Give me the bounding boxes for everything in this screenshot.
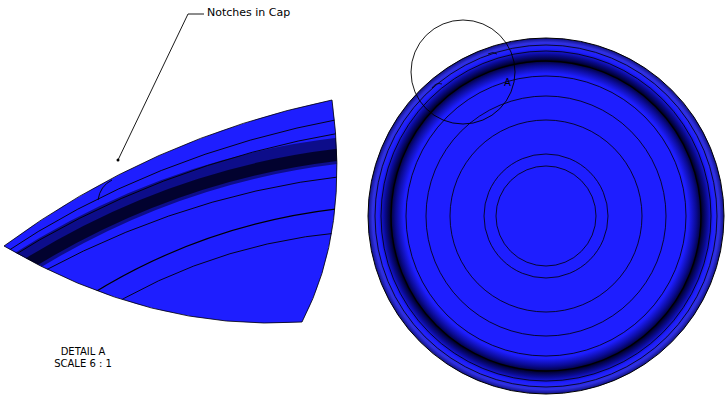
- view-scale: SCALE 6 : 1: [54, 358, 112, 369]
- view-title: DETAIL A: [61, 346, 106, 357]
- detail-circle: [411, 20, 515, 124]
- detail-letter: A: [504, 77, 511, 88]
- callout-note: Notches in Cap: [207, 7, 290, 19]
- leader-dot: [117, 159, 120, 162]
- cap-detail-view: [0, 100, 345, 340]
- cap-top-view: [368, 38, 724, 394]
- leader-line: [118, 14, 204, 160]
